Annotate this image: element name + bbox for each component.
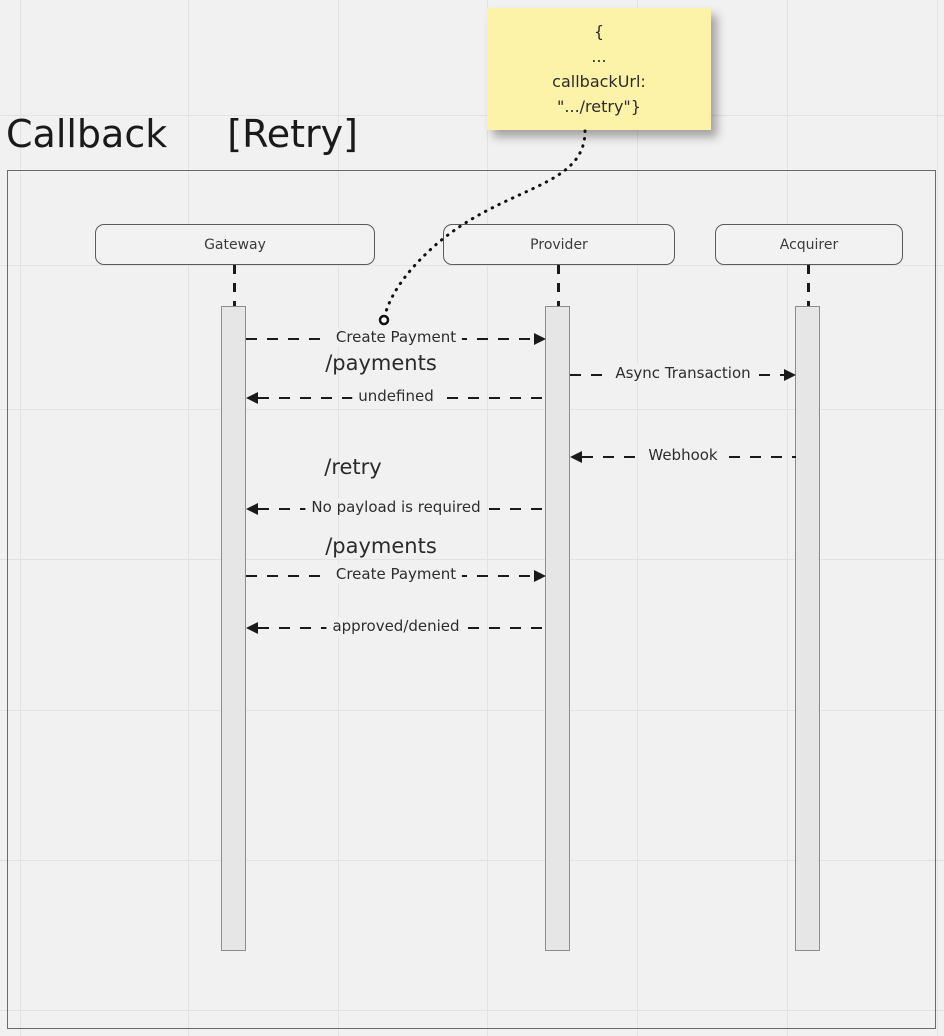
arrowhead-left-icon <box>570 451 582 463</box>
activation-bar-gateway <box>221 306 246 951</box>
grid-line-vertical <box>338 0 339 1036</box>
message-label: Create Payment <box>329 328 463 346</box>
actor-acquirer[interactable]: Acquirer <box>715 224 903 265</box>
grid-line-vertical <box>637 0 638 1036</box>
actor-provider[interactable]: Provider <box>443 224 675 265</box>
message-async-transaction[interactable]: Async Transaction <box>570 364 796 384</box>
grid-line-vertical <box>188 0 189 1036</box>
actor-gateway[interactable]: Gateway <box>95 224 375 265</box>
arrowhead-left-icon <box>246 622 258 634</box>
note-line: ".../retry"} <box>557 97 641 116</box>
arrowhead-right-icon <box>534 570 546 582</box>
path-label-retry: /retry <box>324 455 382 479</box>
grid-line-vertical <box>487 0 488 1036</box>
actor-label: Acquirer <box>779 236 839 253</box>
grid-line-horizontal <box>0 860 944 861</box>
title-retry: [Retry] <box>227 112 358 156</box>
message-webhook[interactable]: Webhook <box>570 446 796 466</box>
arrowhead-left-icon <box>246 392 258 404</box>
actor-label: Provider <box>530 236 588 253</box>
message-undefined[interactable]: undefined <box>246 387 546 407</box>
grid-line-vertical <box>20 0 21 1036</box>
message-label: Webhook <box>642 446 724 464</box>
message-label: No payload is required <box>305 498 487 516</box>
message-label: approved/denied <box>326 617 466 635</box>
grid-line-horizontal <box>0 1010 944 1011</box>
message-no-payload-required[interactable]: No payload is required <box>246 498 546 518</box>
activation-bar-provider <box>545 306 570 951</box>
grid-line-horizontal <box>0 559 944 560</box>
message-label: undefined <box>352 387 440 405</box>
message-create-payment-2[interactable]: Create Payment <box>246 565 546 585</box>
arrowhead-left-icon <box>246 503 258 515</box>
grid-line-horizontal <box>0 710 944 711</box>
arrowhead-right-icon <box>534 333 546 345</box>
activation-bar-acquirer <box>795 306 820 951</box>
note-line: { <box>593 22 605 41</box>
message-create-payment-1[interactable]: Create Payment <box>246 328 546 348</box>
path-label-payments-1: /payments <box>325 351 437 375</box>
note-line: ... <box>591 47 607 66</box>
arrowhead-right-icon <box>784 369 796 381</box>
grid-line-vertical <box>787 0 788 1036</box>
title-callback: Callback <box>6 112 168 156</box>
lifeline-gateway <box>233 265 236 308</box>
message-approved-denied[interactable]: approved/denied <box>246 617 546 637</box>
message-label: Create Payment <box>329 565 463 583</box>
actor-label: Gateway <box>204 236 266 253</box>
page-title: Callback [Retry] <box>6 112 358 156</box>
note-line: callbackUrl: <box>552 72 646 91</box>
grid-line-horizontal <box>0 409 944 410</box>
message-label: Async Transaction <box>609 364 757 382</box>
sticky-note-callback-url[interactable]: { ... callbackUrl: ".../retry"} <box>487 8 711 130</box>
path-label-payments-2: /payments <box>325 534 437 558</box>
lifeline-acquirer <box>807 265 810 308</box>
lifeline-provider <box>557 265 560 308</box>
grid-line-vertical <box>937 0 938 1036</box>
grid-line-horizontal <box>0 115 944 116</box>
